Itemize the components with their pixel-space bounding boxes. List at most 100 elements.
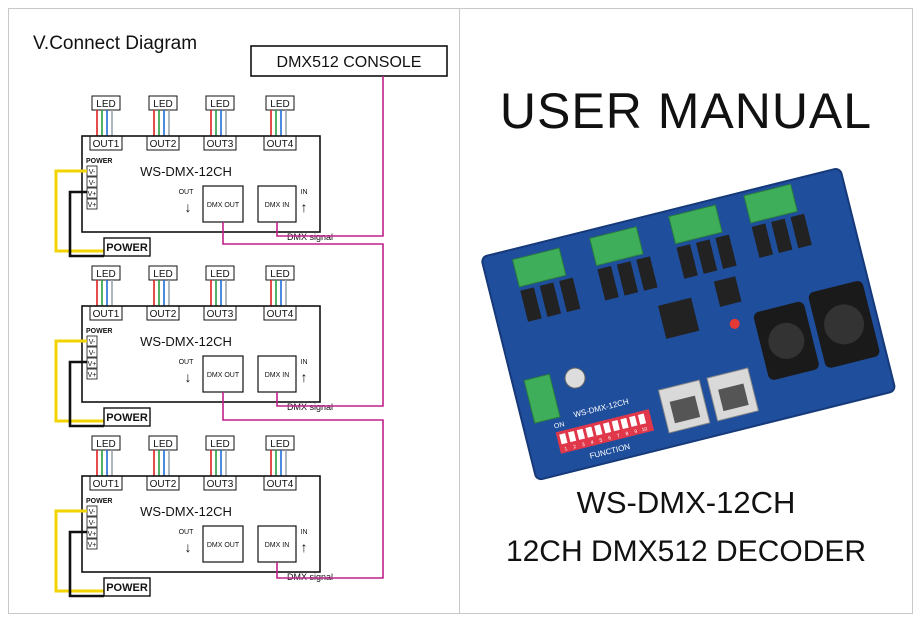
led-box xyxy=(91,95,121,111)
power-pin-label: V- xyxy=(89,509,96,516)
decoder-unit: LEDOUT1LEDOUT2LEDOUT3LEDOUT4WS-DMX-12CHP… xyxy=(54,265,321,428)
power-box xyxy=(103,407,151,427)
dip-switch-bit xyxy=(620,417,629,430)
mosfets xyxy=(520,213,812,322)
decoder-body xyxy=(81,135,321,233)
led-label: LED xyxy=(96,269,115,280)
power-pin-label: V+ xyxy=(88,191,97,198)
power-header: POWER xyxy=(86,498,112,505)
product-description: 12CH DMX512 DECODER xyxy=(505,535,867,568)
dip-number: 10 xyxy=(641,426,648,433)
power-pin-label: V+ xyxy=(88,531,97,538)
dmx-in-label: DMX IN xyxy=(265,202,290,209)
dip-switch-bit xyxy=(637,413,647,425)
led-label: LED xyxy=(270,269,289,280)
led-label: LED xyxy=(153,439,172,450)
power-pin-label: V+ xyxy=(88,202,97,209)
dmx-out-port xyxy=(202,355,244,393)
power-wire-negative xyxy=(68,190,104,258)
dip-number: 6 xyxy=(608,435,612,442)
in-direction-label: IN xyxy=(301,529,308,536)
dip-number: 3 xyxy=(581,442,585,449)
driver-chip xyxy=(713,276,742,307)
power-pin-label: V- xyxy=(89,520,96,527)
decoder-model-label: WS-DMX-12CH xyxy=(140,164,232,179)
power-box-label: POWER xyxy=(106,242,148,254)
in-direction-label: IN xyxy=(301,189,308,196)
dip-number: 7 xyxy=(616,433,620,440)
led-label: LED xyxy=(210,99,229,110)
dip-switch-bit xyxy=(576,428,585,440)
arrow-down-icon: ↓ xyxy=(185,369,192,385)
power-header: POWER xyxy=(86,328,112,335)
dmx-out-port xyxy=(202,525,244,563)
decoder-body xyxy=(81,305,321,403)
led-label: LED xyxy=(153,99,172,110)
arrow-up-icon: ↑ xyxy=(301,199,308,215)
power-box-label: POWER xyxy=(106,412,148,424)
out-label: OUT3 xyxy=(207,139,234,150)
power-pin xyxy=(86,176,98,188)
dmx-out-label: DMX OUT xyxy=(207,202,240,209)
power-pin xyxy=(86,538,98,550)
out-direction-label: OUT xyxy=(179,529,195,536)
out-label: OUT1 xyxy=(93,479,120,490)
led-box xyxy=(91,265,121,281)
capacitor xyxy=(564,367,586,389)
dmx-in-port xyxy=(257,185,297,223)
manual-title: USER MANUAL xyxy=(499,83,873,139)
led-box xyxy=(148,265,178,281)
xlr-connectors xyxy=(753,281,880,380)
power-pin xyxy=(86,346,98,358)
led-box xyxy=(265,265,295,281)
power-pin-label: V+ xyxy=(88,372,97,379)
dip-number: 8 xyxy=(625,431,629,438)
panel-divider xyxy=(459,8,460,614)
dmx-signal-label: DMX signal xyxy=(287,232,333,242)
power-pin xyxy=(86,368,98,380)
power-pin xyxy=(86,198,98,210)
dmx-signal-label: DMX signal xyxy=(287,572,333,582)
led-box xyxy=(205,265,235,281)
power-pin xyxy=(86,516,98,528)
power-wire-negative xyxy=(68,360,104,428)
led-label: LED xyxy=(96,439,115,450)
power-wire-positive xyxy=(54,339,104,423)
decoder-model-label: WS-DMX-12CH xyxy=(140,504,232,519)
console-label: DMX512 CONSOLE xyxy=(277,54,422,71)
decoder-unit: LEDOUT1LEDOUT2LEDOUT3LEDOUT4WS-DMX-12CHP… xyxy=(54,435,321,598)
dip-number: 1 xyxy=(564,446,568,453)
led-label: LED xyxy=(270,439,289,450)
power-header: POWER xyxy=(86,158,112,165)
screw-terminals xyxy=(511,183,798,424)
connection-diagram: DMX512 CONSOLE LEDOUT1LEDOUT2LEDOUT3LEDO… xyxy=(54,45,448,598)
out-label: OUT2 xyxy=(150,139,177,150)
dip-switch-bit xyxy=(585,426,594,438)
arrow-down-icon: ↓ xyxy=(185,539,192,555)
out-label: OUT2 xyxy=(150,309,177,320)
status-led xyxy=(729,318,740,329)
power-box xyxy=(103,577,151,597)
dip-switch-bit xyxy=(629,415,638,427)
dmx-in-label: DMX IN xyxy=(265,542,290,549)
led-box xyxy=(205,435,235,451)
power-wire-positive xyxy=(54,509,104,593)
dip-number: 2 xyxy=(573,444,577,451)
rj45-ports xyxy=(657,367,760,434)
dmx-signal-label: DMX signal xyxy=(287,402,333,412)
out-label: OUT4 xyxy=(267,479,294,490)
power-pin-label: V+ xyxy=(88,361,97,368)
dmx-out-label: DMX OUT xyxy=(207,542,240,549)
led-label: LED xyxy=(153,269,172,280)
dip-switch-bit xyxy=(602,422,612,434)
dmx-console: DMX512 CONSOLE xyxy=(250,45,448,77)
dip-switch-bit xyxy=(559,433,568,445)
power-box xyxy=(103,237,151,257)
arrow-up-icon: ↑ xyxy=(301,539,308,555)
signal-wire-console xyxy=(276,76,384,237)
power-pin-label: V- xyxy=(89,339,96,346)
dip-switch-bit xyxy=(567,430,577,443)
led-box xyxy=(265,435,295,451)
